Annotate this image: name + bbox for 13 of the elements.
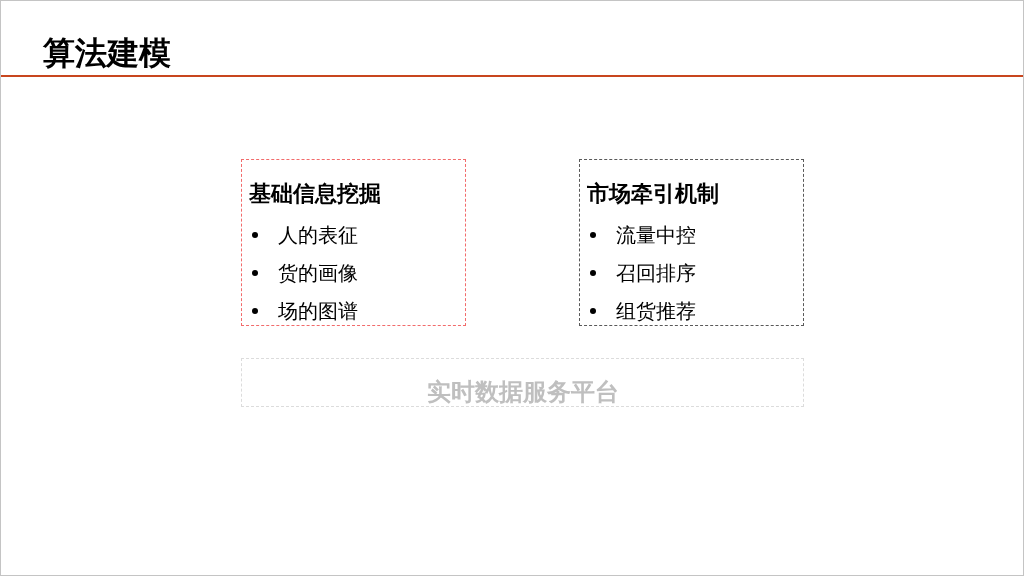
section-heading: 市场牵引机制 xyxy=(587,182,719,206)
list-item: 组货推荐 xyxy=(616,300,696,322)
list-item: 流量中控 xyxy=(616,224,696,246)
platform-label: 实时数据服务平台 xyxy=(426,379,619,405)
dashed-panel xyxy=(579,159,804,326)
page-title: 算法建模 xyxy=(43,36,171,70)
list-item: 召回排序 xyxy=(616,262,696,284)
list-item: 人的表征 xyxy=(278,224,358,246)
list-item: 货的画像 xyxy=(278,262,358,284)
dashed-panel xyxy=(241,358,804,407)
list-item: 场的图谱 xyxy=(278,300,358,322)
section-heading: 基础信息挖掘 xyxy=(249,182,381,206)
dashed-panel xyxy=(241,159,466,326)
